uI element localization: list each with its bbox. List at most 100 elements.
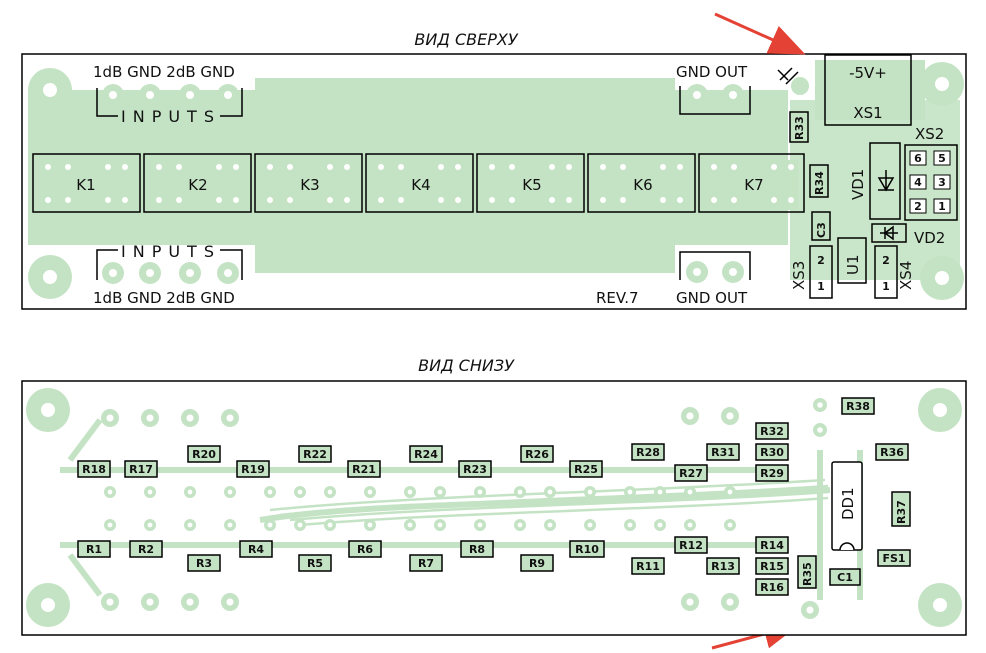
pad-hole: [226, 598, 234, 606]
pad-hole: [267, 489, 273, 495]
mounting-hole: [920, 256, 964, 300]
pad-hole: [437, 489, 443, 495]
u1-label: U1: [844, 254, 862, 275]
svg-text:R20: R20: [192, 448, 216, 461]
pad-hole: [817, 402, 823, 408]
bottom-board: R18 R17 R20 R19 R22 R21 R24 R23 R26 R25 …: [21, 380, 967, 636]
pad-hole: [817, 427, 823, 433]
pad-hole: [407, 489, 413, 495]
pad-hole: [146, 414, 154, 422]
svg-text:R34: R34: [813, 171, 826, 195]
pad-hole: [147, 489, 153, 495]
svg-text:R31: R31: [711, 446, 735, 459]
input-labels-bottom: 1dB GND 2dB GND: [93, 289, 235, 307]
fs1-label: FS1: [882, 552, 905, 565]
relay-k2: K2: [143, 153, 252, 213]
relay-k5: K5: [476, 153, 585, 213]
pad-hole: [297, 522, 303, 528]
r32-label: R32: [760, 425, 784, 438]
r37-label: R37: [895, 500, 908, 524]
svg-text:R18: R18: [82, 463, 106, 476]
svg-text:2: 2: [882, 254, 890, 267]
svg-text:1: 1: [817, 280, 825, 293]
svg-text:R27: R27: [679, 467, 703, 480]
r35-label: R35: [801, 562, 814, 586]
svg-text:R12: R12: [679, 539, 703, 552]
top-board: 1dB GND 2dB GND 1dB GND 2dB GND INPUTS I…: [21, 53, 967, 310]
pad-hole: [407, 522, 413, 528]
pad-hole: [327, 522, 333, 528]
resistor-row-upper: R18 R17 R20 R19 R22 R21 R24 R23 R26 R25 …: [77, 443, 740, 482]
pad-hole: [726, 412, 734, 420]
svg-text:C3: C3: [815, 222, 828, 238]
svg-text:R1: R1: [86, 543, 102, 556]
svg-text:R21: R21: [352, 463, 376, 476]
svg-text:K6: K6: [633, 176, 652, 194]
svg-text:R13: R13: [711, 560, 735, 573]
svg-text:1: 1: [938, 200, 946, 213]
svg-text:4: 4: [914, 176, 922, 189]
svg-text:3: 3: [938, 176, 946, 189]
r29-label: R29: [760, 467, 784, 480]
svg-text:R24: R24: [414, 448, 438, 461]
r14-label: R14: [760, 539, 784, 552]
pad-hole: [367, 522, 373, 528]
pad-hole: [517, 522, 523, 528]
svg-text:K4: K4: [411, 176, 430, 194]
pad-hole: [686, 598, 694, 606]
pad-hole: [657, 489, 663, 495]
gnd-out-top: GND OUT: [676, 63, 748, 81]
svg-text:R17: R17: [129, 463, 153, 476]
resistor-row-lower: R1 R2 R3 R4 R5 R6 R7 R8 R9 R10 R11 R12 R…: [77, 536, 740, 575]
pad-hole: [106, 598, 114, 606]
pad-hole: [297, 489, 303, 495]
xs3-label: XS3: [790, 261, 808, 290]
xs1-label: XS1: [853, 104, 882, 122]
pad-hole: [327, 489, 333, 495]
dd1-label: DD1: [839, 487, 857, 520]
pad-hole: [627, 522, 633, 528]
svg-text:R9: R9: [529, 557, 545, 570]
r34-resistor: R34: [809, 164, 829, 198]
pad-hole: [627, 489, 633, 495]
relay-k7: K7: [698, 153, 805, 213]
svg-text:1: 1: [882, 280, 890, 293]
pad-hole: [477, 489, 483, 495]
svg-text:R26: R26: [525, 448, 549, 461]
gnd-out-bottom: GND OUT: [676, 289, 748, 307]
xs2-label: XS2: [915, 125, 944, 143]
inputs-label-bottom: INPUTS: [121, 242, 221, 261]
pad-hole: [367, 489, 373, 495]
svg-text:R23: R23: [463, 463, 487, 476]
svg-text:R7: R7: [418, 557, 434, 570]
svg-text:K2: K2: [188, 176, 207, 194]
annotation-arrow-top: [714, 12, 806, 55]
pad-hole: [226, 414, 234, 422]
svg-text:R22: R22: [303, 448, 327, 461]
relay-k4: K4: [365, 153, 474, 213]
pad-hole: [686, 412, 694, 420]
svg-text:K5: K5: [522, 176, 541, 194]
svg-text:R6: R6: [357, 543, 373, 556]
revision-label: REV.7: [596, 289, 639, 307]
pad-hole: [187, 489, 193, 495]
svg-text:K7: K7: [744, 176, 763, 194]
pad-hole: [106, 414, 114, 422]
svg-text:R19: R19: [241, 463, 265, 476]
pad-hole: [107, 489, 113, 495]
svg-text:2: 2: [914, 200, 922, 213]
pad-hole: [227, 489, 233, 495]
pad-hole: [806, 606, 814, 614]
pad-hole: [146, 598, 154, 606]
svg-text:R3: R3: [196, 557, 212, 570]
pad-hole: [726, 598, 734, 606]
inputs-label-top: INPUTS: [121, 107, 221, 126]
svg-text:R33: R33: [793, 116, 806, 140]
svg-text:R2: R2: [138, 543, 154, 556]
svg-text:R8: R8: [469, 543, 485, 556]
top-view-title: ВИД СВЕРХУ: [414, 30, 518, 49]
vd1-label: VD1: [849, 169, 867, 200]
svg-text:6: 6: [914, 152, 922, 165]
r33-resistor: R33: [789, 111, 809, 143]
pad-hole: [267, 522, 273, 528]
